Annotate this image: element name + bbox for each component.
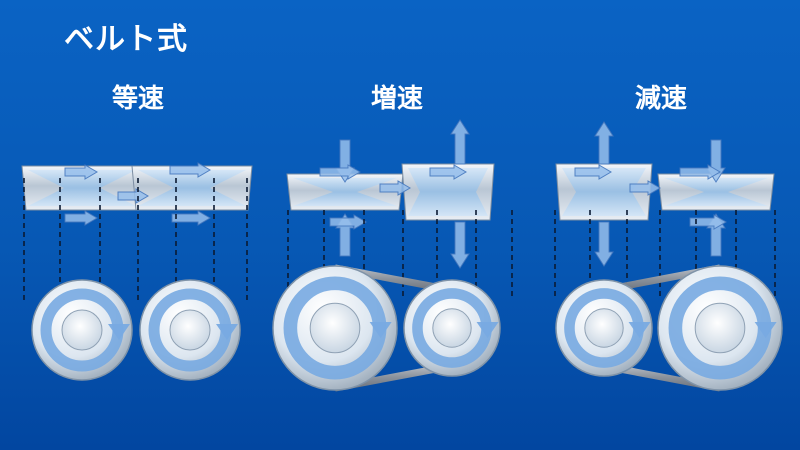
- equal-left-sheave: [21, 165, 143, 211]
- up-left-pulley-hub: [309, 302, 361, 354]
- down-left-pulley: [555, 279, 653, 377]
- equal-left-pulley-hub: [61, 309, 103, 351]
- up-arrow-out-top: [450, 119, 470, 165]
- down-left-sheave-groove: [562, 168, 646, 216]
- down-right-pulley-hub: [694, 302, 746, 354]
- up-right-sheave: [401, 163, 495, 221]
- down-arrow-in-bottom: [594, 221, 614, 267]
- up-arrow-3: [429, 164, 467, 180]
- up-left-sheave-groove: [293, 178, 397, 206]
- down-arrow-1: [574, 164, 612, 180]
- label-speed-up: 増速: [370, 84, 423, 114]
- equal-arrow-1: [64, 164, 98, 180]
- up-arrow-1: [319, 164, 361, 180]
- down-right-sheave-groove: [664, 178, 768, 206]
- down-right-sheave: [657, 173, 775, 211]
- label-equal-speed: 等速: [111, 84, 164, 114]
- equal-arrow-2: [64, 210, 98, 226]
- up-right-sheave-groove: [408, 168, 488, 216]
- equal-left-sheave-groove: [28, 170, 136, 206]
- up-left-pulley: [272, 265, 398, 391]
- down-right-pulley-rotation-arrow: [754, 322, 777, 338]
- up-arrow-4: [329, 214, 367, 230]
- down-arrow-4: [689, 214, 727, 230]
- down-arrow-2: [629, 180, 661, 196]
- down-arrow-in-top: [594, 121, 614, 165]
- label-speed-down: 減速: [634, 84, 687, 114]
- slide-title: ベルト式: [64, 22, 188, 57]
- up-right-pulley-hub: [432, 308, 472, 348]
- up-arrow-2: [379, 180, 411, 196]
- down-left-pulley-hub: [584, 308, 624, 348]
- down-right-pulley: [657, 265, 783, 391]
- down-arrow-3: [679, 164, 721, 180]
- equal-arrow-4: [169, 162, 211, 178]
- diagram-layer: [21, 119, 783, 392]
- equal-right-pulley: [139, 279, 241, 381]
- equal-right-pulley-hub: [169, 309, 211, 351]
- equal-left-pulley: [31, 279, 133, 381]
- up-right-pulley-rotation-arrow: [476, 322, 499, 338]
- equal-right-pulley-rotation-arrow: [216, 324, 238, 340]
- equal-right-sheave: [131, 165, 253, 211]
- up-right-pulley: [403, 279, 501, 377]
- up-left-sheave: [286, 173, 404, 211]
- equal-arrow-5: [171, 210, 211, 226]
- up-left-pulley-rotation-arrow: [369, 322, 392, 338]
- equal-right-sheave-groove: [138, 170, 246, 206]
- equal-left-pulley-rotation-arrow: [108, 324, 130, 340]
- down-left-sheave: [555, 163, 653, 221]
- up-arrow-out-bottom: [450, 221, 470, 269]
- equal-arrow-3: [117, 188, 149, 204]
- down-left-pulley-rotation-arrow: [628, 322, 651, 338]
